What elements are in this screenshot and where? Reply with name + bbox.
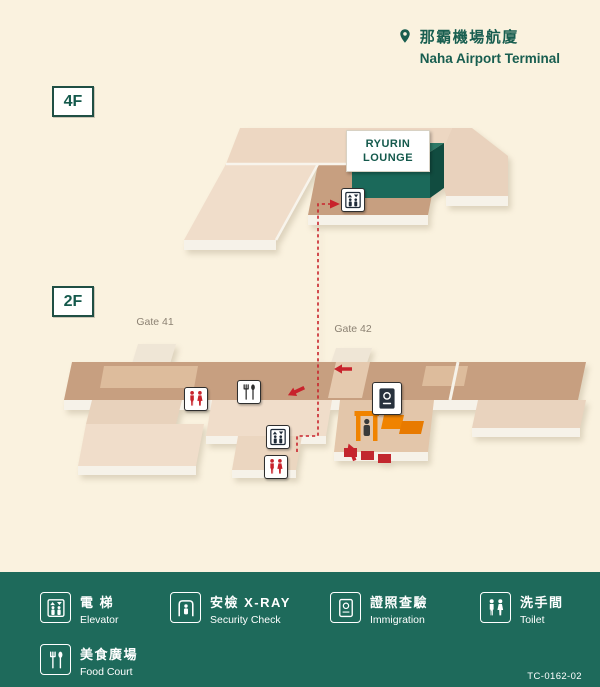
floor-2f-left-connector (86, 400, 182, 424)
toilet-sign-2f-center (264, 455, 288, 479)
toilet-icon (270, 459, 283, 474)
food-court-icon (40, 644, 71, 675)
route-dashed-line (296, 203, 330, 452)
immigration-sign-2f (372, 382, 402, 415)
legend-label-en: Toilet (520, 614, 545, 626)
elevator-sign-4f (341, 188, 365, 212)
floor-2f-plan (64, 344, 586, 478)
floor-2f-patch (100, 366, 198, 388)
toilet-icon (480, 592, 511, 623)
floor-2f-side (78, 466, 196, 475)
gate-41-pier (132, 344, 176, 364)
route-arrow (334, 364, 352, 374)
legend-label-zh: 證照查驗 (370, 595, 429, 610)
floor-2f-wall (448, 361, 460, 401)
passport-icon (330, 592, 361, 623)
document-code: TC-0162-02 (527, 671, 582, 682)
security-check-icon (170, 592, 201, 623)
route-arrow (287, 385, 306, 397)
floor-2f-side (472, 428, 580, 437)
elevator-icon (270, 428, 286, 446)
floor-2f-left-wing (78, 424, 204, 466)
food-court-sign-2f (237, 380, 261, 404)
elevator-sign-2f (266, 425, 290, 449)
legend-footer: 電 梯 Elevator 安檢 X-RAY Security Check 證照查… (0, 572, 600, 687)
floor-4f-right-wing (438, 128, 508, 196)
route-arrowhead (330, 199, 340, 209)
lounge-name-line2: LOUNGE (362, 152, 414, 164)
floor-4f-side (308, 215, 428, 225)
legend-item-elevator: 電 梯 Elevator (40, 592, 119, 626)
legend-item-immigration: 證照查驗 Immigration (330, 592, 428, 626)
route-arrow (346, 443, 357, 462)
terminal-title-zh: 那霸機場航廈 (419, 29, 519, 46)
gate-42-pier (330, 348, 372, 366)
floor-2f-right-room (472, 400, 586, 428)
legend-item-security: 安檢 X-RAY Security Check (170, 592, 291, 626)
floor-4f-left-room (184, 164, 318, 240)
gate-42-label: Gate 42 (334, 323, 372, 335)
passport-icon (378, 387, 396, 410)
floor-4f-badge: 4F (52, 86, 94, 117)
toilet-icon (190, 391, 203, 406)
legend-label-en: Security Check (210, 614, 281, 626)
ryurin-lounge-label: RYURIN LOUNGE (346, 130, 430, 172)
floor-2f-patch (422, 366, 468, 386)
elevator-icon (345, 191, 361, 209)
legend-label-en: Elevator (80, 614, 119, 626)
floor-4f-wall (274, 163, 320, 241)
legend-item-toilet: 洗手間 Toilet (480, 592, 564, 626)
floor-2f-center-room (206, 400, 332, 436)
food-court-icon (243, 383, 256, 400)
legend-label-zh: 安檢 X-RAY (210, 595, 291, 610)
map-title: 那霸機場航廈 Naha Airport Terminal (397, 26, 560, 66)
legend-label-zh: 電 梯 (80, 595, 115, 610)
legend-item-food-court: 美食廣場 Food Court (40, 644, 138, 678)
legend-label-zh: 美食廣場 (80, 647, 139, 662)
terminal-title-en: Naha Airport Terminal (419, 51, 560, 66)
legend-label-en: Immigration (370, 614, 425, 626)
lounge-name-line1: RYURIN (365, 137, 411, 150)
route-arrows (287, 364, 357, 462)
legend-label-en: Food Court (80, 666, 133, 678)
toilet-sign-2f-west (184, 387, 208, 411)
gate-41-label: Gate 41 (136, 316, 174, 328)
elevator-icon (40, 592, 71, 623)
floor-4f-side (446, 196, 508, 206)
floor-2f-badge: 2F (52, 286, 94, 317)
floor-4f-side (184, 240, 276, 250)
location-pin-icon (399, 29, 410, 43)
legend-label-zh: 洗手間 (520, 595, 564, 610)
